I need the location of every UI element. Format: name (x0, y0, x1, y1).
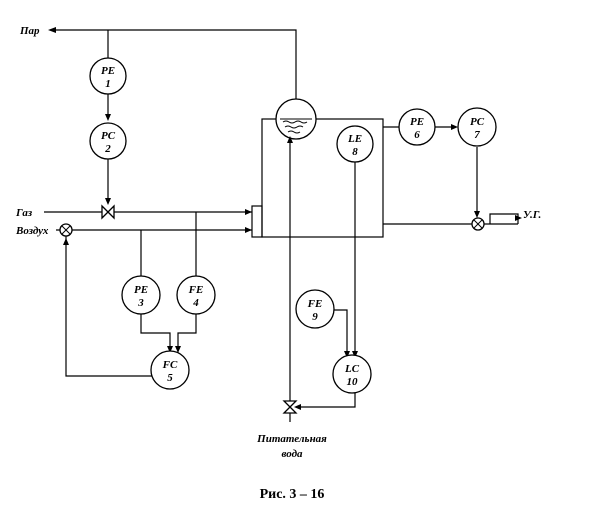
air-damper[interactable] (59, 223, 73, 237)
instrument-le8[interactable]: LE 8 (336, 125, 374, 163)
steam-line (48, 27, 297, 99)
label-steam: Пар (19, 25, 40, 37)
svg-text:FE: FE (307, 298, 323, 310)
label-feed-water-1: Питательная (256, 433, 327, 445)
svg-text:7: 7 (474, 129, 480, 141)
instrument-fc5[interactable]: FC 5 (150, 350, 190, 390)
instrument-pe1[interactable]: PE 1 (89, 57, 127, 95)
svg-text:PE: PE (101, 65, 115, 77)
svg-text:PC: PC (470, 116, 485, 128)
label-feed-water-2: вода (281, 448, 303, 460)
svg-text:2: 2 (104, 143, 111, 155)
air-line (56, 227, 252, 233)
svg-text:PE: PE (410, 116, 424, 128)
instrument-pc7[interactable]: PC 7 (457, 107, 497, 147)
svg-text:PE: PE (134, 284, 148, 296)
svg-text:LE: LE (347, 133, 362, 145)
instrument-fe9[interactable]: FE 9 (295, 289, 335, 329)
label-air: Воздух (15, 225, 49, 237)
instrument-pe3[interactable]: PE 3 (121, 275, 161, 315)
svg-text:LC: LC (344, 363, 360, 375)
figure-caption: Рис. 3 – 16 (260, 487, 325, 502)
instrument-fe4[interactable]: FE 4 (176, 275, 216, 315)
svg-text:1: 1 (105, 78, 111, 90)
svg-text:PC: PC (101, 130, 116, 142)
svg-text:6: 6 (414, 129, 420, 141)
svg-text:3: 3 (137, 297, 144, 309)
instrument-pe6[interactable]: PE 6 (398, 108, 436, 146)
gas-valve[interactable] (101, 204, 115, 220)
label-flue-gas: У.Г. (523, 209, 541, 221)
svg-text:4: 4 (192, 297, 199, 309)
boiler-body (261, 118, 384, 238)
burner-block (251, 205, 263, 238)
svg-text:8: 8 (352, 146, 358, 158)
label-gas: Газ (15, 207, 33, 219)
flue-damper[interactable] (471, 217, 485, 231)
pressure-loop-2 (383, 124, 480, 218)
svg-text:5: 5 (167, 372, 173, 384)
gas-line (44, 209, 252, 215)
svg-text:9: 9 (312, 311, 318, 323)
flue-gas-line (383, 213, 522, 225)
svg-text:FE: FE (188, 284, 204, 296)
steam-drum (275, 98, 317, 140)
pressure-loop-1 (105, 30, 111, 205)
svg-text:FC: FC (162, 359, 178, 371)
feed-water-line (287, 136, 293, 422)
svg-text:10: 10 (347, 376, 359, 388)
instrument-lc10[interactable]: LC 10 (332, 354, 372, 394)
air-signal-lines (63, 212, 197, 377)
feed-water-valve[interactable] (282, 400, 298, 414)
instrument-pc2[interactable]: PC 2 (89, 122, 127, 160)
